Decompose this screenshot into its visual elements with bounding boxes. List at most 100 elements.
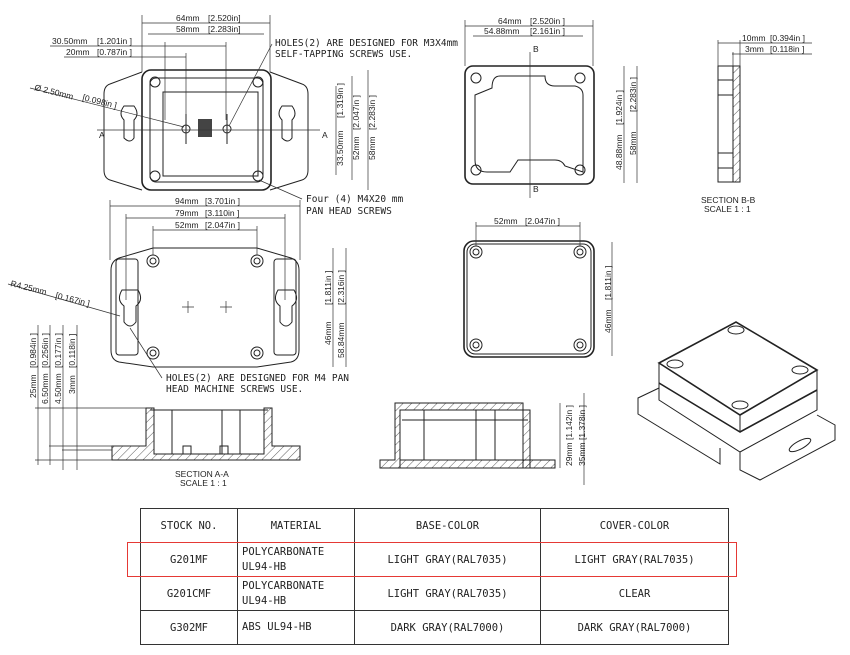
dim-52mm: 52mm	[351, 136, 361, 160]
dim-58mm: 58mm	[176, 24, 200, 34]
note-m3-holes-2: SELF-TAPPING SCREWS USE.	[275, 49, 412, 60]
dim-35mm: 35mm	[577, 442, 587, 466]
base-color: DARK GRAY(RAL7000)	[354, 610, 541, 645]
dim-diameter-in: [0.098in ]	[82, 92, 118, 110]
section-mark-a-right: A	[322, 130, 328, 140]
dim-64mm: 64mm	[176, 13, 200, 23]
dim-79mm: 79mm	[175, 208, 199, 218]
dim-64mm: 64mm	[498, 16, 522, 26]
dim-58mm-v-in: [2.283in ]	[367, 95, 377, 130]
section-mark-a-left: A	[99, 130, 105, 140]
dim-diameter: Ø 2.50mm	[34, 82, 75, 101]
technical-drawing: A A 64mm [2.520in] 58mm [2.283in] 30.50m…	[7, 13, 836, 488]
note-screws-2: PAN HEAD SCREWS	[306, 206, 392, 217]
dim-20mm-in: [0.787in ]	[97, 47, 132, 57]
dim-52mm-in: [2.047in ]	[351, 95, 361, 130]
section-aa-title: SECTION A-A	[175, 469, 229, 479]
dim-33-50mm: 33.50mm	[335, 131, 345, 166]
dim-4-50mm-in: [0.177in ]	[53, 333, 63, 368]
cover-underside-view: B B 64mm [2.520in ] 54.88mm [2.161in ] 4…	[464, 16, 638, 198]
base-top-view: A A 64mm [2.520in] 58mm [2.283in] 30.50m…	[29, 13, 458, 217]
cover-section-view: 29mm [1.142in ] 35mm [1.378in ]	[379, 393, 587, 485]
dim-46mm: 46mm	[603, 309, 613, 333]
dim-94mm-in: [3.701in ]	[205, 196, 240, 206]
header-stock-no: STOCK NO.	[140, 508, 238, 543]
section-mark-b-top: B	[533, 44, 539, 54]
note-m4-holes-2: HEAD MACHINE SCREWS USE.	[166, 384, 303, 395]
dim-46mm-in: [1.811in ]	[323, 271, 333, 305]
dim-58mm: 58mm	[628, 131, 638, 155]
dim-25mm: 25mm	[28, 374, 38, 398]
base-color: LIGHT GRAY(RAL7035)	[354, 542, 541, 577]
cover-top-view: 52mm [2.047in ] 46mm [1.811in ]	[463, 216, 613, 358]
dim-58mm-in: [2.283in ]	[628, 77, 638, 112]
header-cover-color: COVER-COLOR	[540, 508, 729, 543]
section-bb-title: SECTION B-B	[701, 195, 756, 205]
isometric-view	[637, 321, 836, 481]
dim-58mm-v: 58mm	[367, 136, 377, 160]
section-b-b: 10mm [0.394in ] 3mm [0.118in ] SECTION B…	[701, 33, 812, 214]
dim-52mm: 52mm	[494, 216, 518, 226]
dim-29mm-in: [1.142in ]	[564, 405, 574, 440]
dim-10mm-in: [0.394in ]	[770, 33, 805, 43]
dim-58-84mm: 58.84mm	[336, 323, 346, 358]
dim-48-88mm-in: [1.924in ]	[614, 90, 624, 125]
dim-30-50mm: 30.50mm	[52, 36, 87, 46]
dim-30-50mm-in: [1.201in ]	[97, 36, 132, 46]
stock-no: G201CMF	[140, 576, 238, 611]
table-row: G302MF ABS UL94-HB DARK GRAY(RAL7000) DA…	[140, 610, 729, 645]
base-color: LIGHT GRAY(RAL7035)	[354, 576, 541, 611]
cover-color: DARK GRAY(RAL7000)	[540, 610, 729, 645]
dim-25mm-in: [0.984in ]	[28, 333, 38, 368]
section-mark-b-bottom: B	[533, 184, 539, 194]
dim-3mm: 3mm	[67, 375, 77, 394]
dim-radius-in: [0.167in ]	[55, 290, 91, 308]
stock-no: G201MF	[140, 542, 238, 577]
cover-color: CLEAR	[540, 576, 729, 611]
dim-64mm-in: [2.520in ]	[530, 16, 565, 26]
dim-58-84mm-in: [2.316in ]	[336, 270, 346, 305]
dim-4-50mm: 4.50mm	[53, 373, 63, 404]
dim-3mm-in: [0.118in ]	[770, 44, 804, 54]
dim-79mm-in: [3.110in ]	[205, 208, 239, 218]
dim-52mm-in: [2.047in ]	[525, 216, 560, 226]
note-m3-holes-1: HOLES(2) ARE DESIGNED FOR M3X4mm	[275, 38, 458, 49]
dim-54-88mm-in: [2.161in ]	[530, 26, 565, 36]
dim-46mm: 46mm	[323, 321, 333, 345]
spec-table: STOCK NO. MATERIAL BASE-COLOR COVER-COLO…	[140, 508, 729, 645]
dim-58mm-in: [2.283in]	[208, 24, 241, 34]
dim-52mm: 52mm	[175, 220, 199, 230]
note-screws-1: Four (4) M4X20 mm	[306, 194, 404, 205]
section-aa-scale: SCALE 1 : 1	[180, 478, 227, 488]
dim-94mm: 94mm	[175, 196, 199, 206]
dim-3mm-in: [0.118in ]	[67, 334, 77, 368]
header-base-color: BASE-COLOR	[354, 508, 541, 543]
dim-48-88mm: 48.88mm	[614, 135, 624, 170]
dim-6-50mm-in: [0.256in ]	[40, 333, 50, 368]
material: ABS UL94-HB	[237, 610, 355, 645]
dim-6-50mm: 6.50mm	[40, 373, 50, 404]
header-material: MATERIAL	[237, 508, 355, 543]
base-bottom-view: 94mm [3.701in ] 79mm [3.110in ] 52mm [2.…	[7, 196, 349, 395]
dim-64mm-in: [2.520in]	[208, 13, 241, 23]
note-m4-holes-1: HOLES(2) ARE DESIGNED FOR M4 PAN	[166, 373, 349, 384]
table-header-row: STOCK NO. MATERIAL BASE-COLOR COVER-COLO…	[140, 508, 729, 543]
dim-radius: R4.25mm	[10, 278, 48, 297]
section-bb-scale: SCALE 1 : 1	[704, 204, 751, 214]
stock-no: G302MF	[140, 610, 238, 645]
dim-46mm-in: [1.811in ]	[603, 266, 613, 300]
dim-33-50mm-in: [1.319in ]	[335, 83, 345, 118]
dim-3mm: 3mm	[745, 44, 764, 54]
section-a-a: 25mm [0.984in ] 6.50mm [0.256in ] 4.50mm…	[28, 325, 301, 488]
dim-35mm-in: [1.378in ]	[577, 405, 587, 440]
dim-54-88mm: 54.88mm	[484, 26, 519, 36]
cover-color: LIGHT GRAY(RAL7035)	[540, 542, 729, 577]
dim-20mm: 20mm	[66, 47, 90, 57]
dim-10mm: 10mm	[742, 33, 766, 43]
dim-29mm: 29mm	[564, 442, 574, 466]
dim-52mm-in: [2.047in ]	[205, 220, 240, 230]
